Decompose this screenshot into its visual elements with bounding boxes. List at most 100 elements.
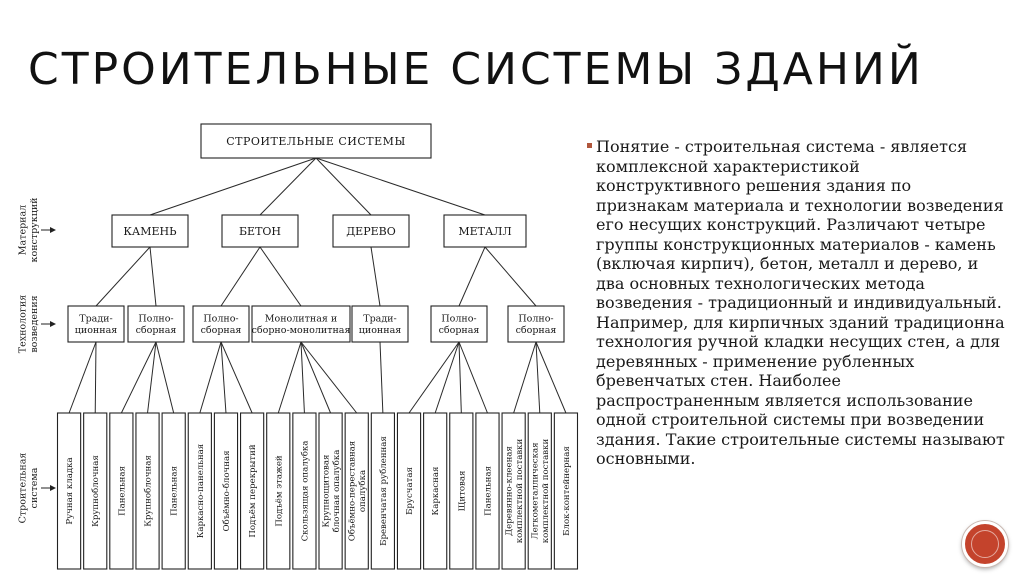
material-node	[332, 214, 410, 248]
next-slide-button[interactable]	[962, 521, 1008, 567]
system-node	[187, 412, 212, 570]
system-label: Скользящая опалубка	[299, 441, 310, 542]
technology-node	[507, 305, 565, 343]
system-label: Панельная	[117, 466, 127, 516]
system-node	[292, 412, 317, 570]
system-label-line: Панельная	[483, 466, 493, 516]
side-arrow-head	[50, 227, 56, 233]
technology-label: Тради-ционная	[75, 314, 117, 337]
side-label-technology-line: Технология	[18, 295, 29, 353]
body-text-block: Понятие - строительная система - являетс…	[587, 137, 1006, 469]
material-label: ДЕРЕВО	[346, 225, 396, 238]
system-label: Крупноблочная	[90, 455, 101, 527]
technology-node	[127, 305, 185, 343]
system-node	[370, 412, 395, 570]
technology-label-line: сборная	[201, 325, 242, 336]
material-label: КАМЕНЬ	[123, 225, 177, 238]
system-label-line: Крупнощитовая	[321, 455, 331, 528]
system-label: Бревенчатая рубленная	[378, 436, 389, 546]
building-systems-diagram: СТРОИТЕЛЬНЫЕ СИСТЕМЫ КАМЕНЬ БЕТОН ДЕРЕВО МЕТ…	[18, 123, 579, 570]
system-label-line: Объёмно-блочная	[221, 450, 232, 531]
technology-label: Полно-сборная	[201, 314, 242, 337]
material-label: МЕТАЛЛ	[458, 225, 511, 238]
system-label: Каркасная	[431, 467, 441, 516]
system-node	[475, 412, 500, 570]
root-node	[200, 123, 432, 159]
system-label: Крупноблочная	[143, 455, 154, 527]
system-node	[527, 412, 552, 570]
system-node	[344, 412, 369, 570]
technology-label-line: Полно-	[203, 314, 238, 325]
system-label: Панельная	[170, 466, 180, 516]
technology-node	[351, 305, 409, 343]
system-label-line: Панельная	[117, 466, 127, 516]
system-label-line: Щитовая	[457, 471, 467, 512]
technology-label-line: Полно-	[441, 314, 476, 325]
system-node	[83, 412, 108, 570]
technology-label: Тради-ционная	[359, 314, 401, 337]
slide-title: СТРОИТЕЛЬНЫЕ СИСТЕМЫ ЗДАНИЙ	[28, 44, 924, 95]
technology-node	[430, 305, 488, 343]
system-label: Ручная кладка	[65, 457, 75, 524]
description-text: Понятие - строительная система - являетс…	[596, 137, 1005, 468]
material-node	[111, 214, 189, 248]
system-label-line: Легкометаллическая	[531, 442, 541, 539]
system-label-line: комплектной поставки	[515, 438, 525, 543]
system-label: Объёмно-блочная	[221, 450, 232, 531]
system-node	[449, 412, 474, 570]
root-label: СТРОИТЕЛЬНЫЕ СИСТЕМЫ	[226, 135, 406, 148]
system-label: Подъём перекрытий	[248, 444, 258, 538]
technology-label-line: Полно-	[518, 314, 553, 325]
system-label: Подъём этажей	[274, 455, 284, 527]
technology-label-line: Полно-	[138, 314, 173, 325]
side-arrow-head	[50, 485, 56, 491]
diagram-nodes: СТРОИТЕЛЬНЫЕ СИСТЕМЫ КАМЕНЬ БЕТОН ДЕРЕВО МЕТ…	[18, 123, 579, 570]
system-node	[161, 412, 186, 570]
technology-label: Полно-сборная	[439, 314, 480, 337]
bullet-marker	[587, 143, 592, 148]
technology-label-line: Тради-	[79, 314, 112, 325]
system-label-line: Крупноблочная	[143, 455, 154, 527]
system-label: Блок-контейнерная	[562, 446, 572, 536]
system-label-line: Панельная	[170, 466, 180, 516]
system-node	[266, 412, 291, 570]
material-label: БЕТОН	[239, 225, 281, 238]
technology-label-line: Монолитная и	[265, 314, 337, 325]
system-node	[56, 412, 82, 570]
side-arrow-head	[50, 321, 56, 327]
technology-label-line: сборная	[136, 325, 177, 336]
system-label-line: комплектной поставки	[541, 438, 551, 543]
material-node	[221, 214, 299, 248]
side-label-system-line: система	[29, 467, 40, 508]
technology-label-line: ционная	[75, 325, 117, 336]
system-node	[135, 412, 160, 570]
side-label-system-line: Строительная	[18, 453, 29, 524]
technology-node	[67, 305, 125, 343]
system-node	[501, 412, 526, 570]
system-node	[396, 412, 422, 570]
system-label: Каркасно-панельная	[196, 444, 206, 538]
system-label-line: Деревянно-клееная	[504, 446, 514, 536]
system-node	[423, 412, 448, 570]
system-node	[240, 412, 265, 570]
system-node	[213, 412, 239, 570]
technology-node	[251, 305, 351, 343]
system-node	[318, 412, 343, 570]
technology-label: Полно-сборная	[136, 314, 177, 337]
material-node	[443, 214, 527, 248]
system-label-line: Каркасная	[431, 467, 441, 516]
technology-label: Полно-сборная	[516, 314, 557, 337]
technology-label-line: ционная	[359, 325, 401, 336]
side-label-technology-line: возведения	[29, 295, 40, 352]
system-label: Панельная	[483, 466, 493, 516]
system-label-line: Бревенчатая рубленная	[378, 436, 389, 546]
technology-label-line: сборно-монолитная	[252, 325, 351, 336]
system-node	[109, 412, 134, 570]
